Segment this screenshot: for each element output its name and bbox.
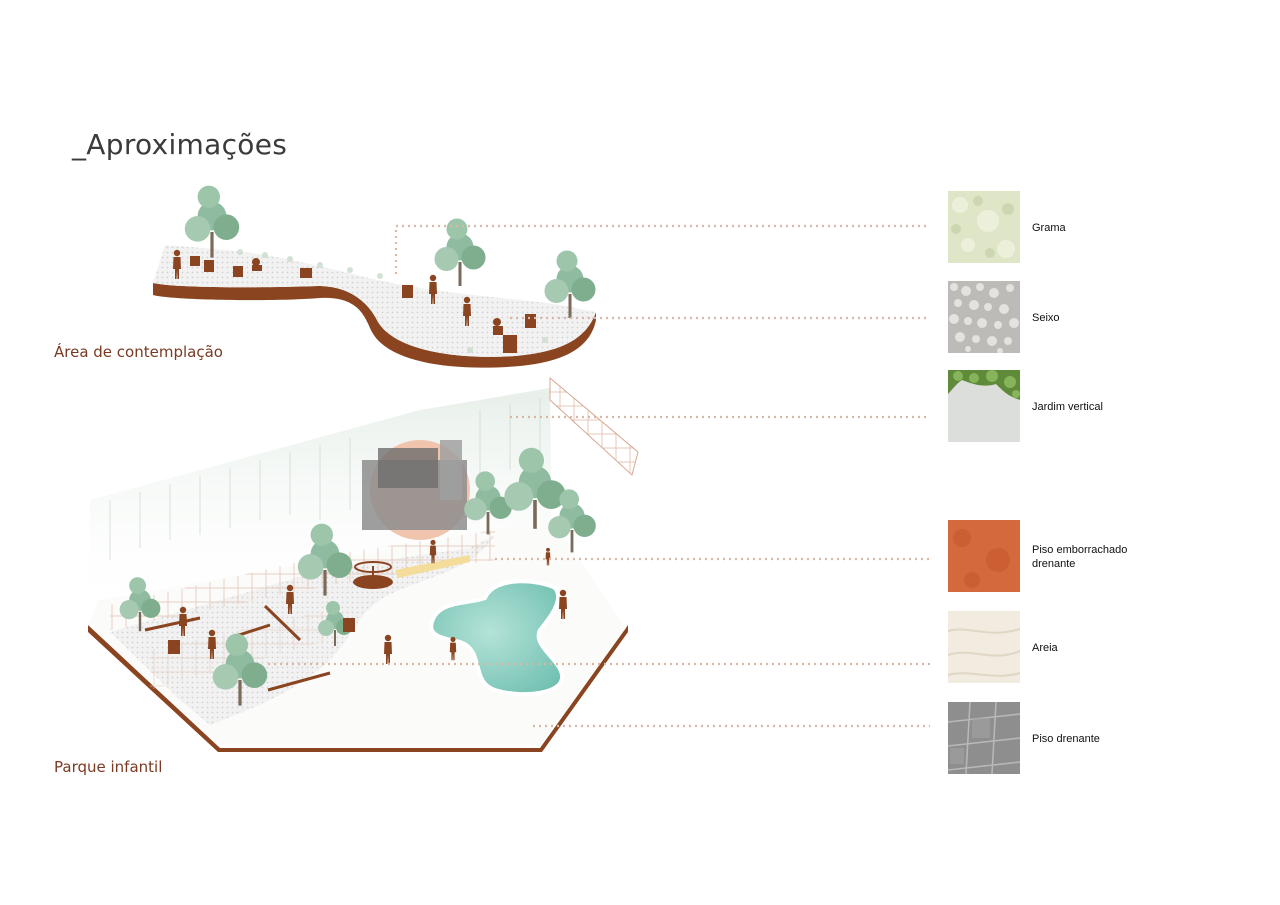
material-label-pebble: Seixo (1032, 312, 1060, 324)
rubber-floor-texture-icon (948, 520, 1020, 592)
pebble-texture-icon (948, 281, 1020, 353)
material-label-rubber-floor: Piso emborrachado drenante (1032, 544, 1128, 570)
material-label-sand: Areia (1032, 642, 1058, 654)
contemplation-area-label: Área de contemplação (54, 343, 223, 361)
playground-drawing (88, 376, 639, 752)
draining-floor-texture-icon (948, 702, 1020, 774)
grass-texture-icon (948, 191, 1020, 263)
playground-label: Parque infantil (54, 758, 163, 776)
vertical-garden-texture-icon (948, 370, 1020, 442)
material-label-vertical-garden: Jardim vertical (1032, 401, 1103, 413)
leader-lines (268, 224, 930, 728)
sand-texture-icon (948, 611, 1020, 683)
page-title: _Aproximações (72, 128, 288, 161)
material-label-grass: Grama (1032, 222, 1066, 234)
contemplation-area-drawing (153, 185, 596, 368)
material-label-draining-floor: Piso drenante (1032, 733, 1100, 745)
